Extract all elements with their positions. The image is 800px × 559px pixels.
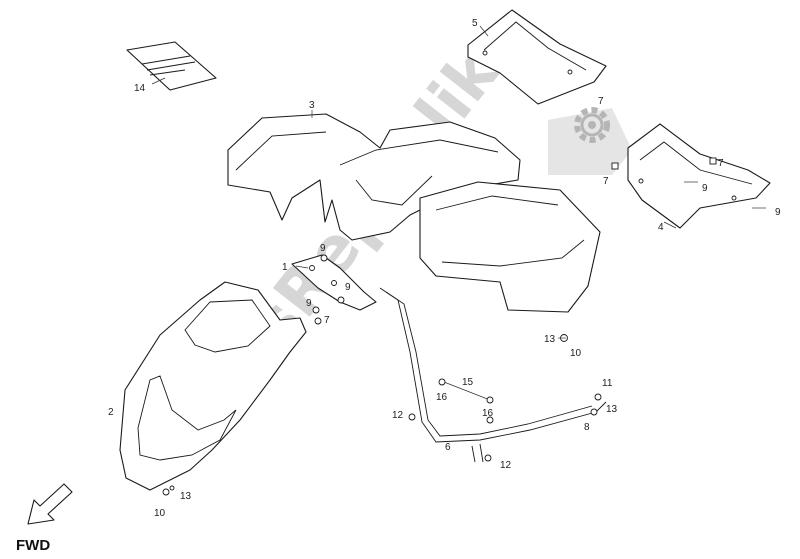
callouts: 1 2 3 4 5 6 7 7 7 7 8 9 9 9 9 9 10 10 11…: [108, 18, 781, 519]
part-1-bracket: [291, 254, 377, 311]
label-16-right: 16: [482, 408, 494, 419]
label-9-right2: 9: [775, 207, 781, 218]
arrow-icon: [27, 483, 73, 525]
label-14: 14: [134, 83, 146, 94]
part-4-side-panel: [611, 123, 771, 229]
part-2-front-fender: [119, 281, 307, 491]
label-7-right: 7: [718, 158, 724, 169]
label-12-right: 12: [500, 460, 512, 471]
label-9-mid: 9: [320, 243, 326, 254]
label-7-mid: 7: [324, 315, 330, 326]
label-10-bottom: 10: [154, 508, 166, 519]
forward-indicator: FWD: [16, 483, 73, 554]
label-13-bottom: 13: [180, 491, 192, 502]
label-12-left: 12: [392, 410, 404, 421]
part-5-side-panel: [467, 9, 607, 105]
watermark-flag: [548, 108, 632, 175]
label-6: 6: [445, 442, 451, 453]
part-15-rod: [443, 381, 491, 401]
part-14-decal: [126, 41, 217, 91]
label-2: 2: [108, 407, 114, 418]
part-3-rear-body: [227, 113, 521, 241]
part-6-support-frame: [379, 287, 607, 463]
label-15: 15: [462, 377, 474, 388]
rear-fender: [419, 181, 601, 313]
label-1: 1: [282, 262, 288, 273]
label-10-right: 10: [570, 348, 582, 359]
label-13-mid: 13: [544, 334, 556, 345]
label-5: 5: [472, 18, 478, 29]
label-3: 3: [309, 100, 315, 111]
gear-icon: [574, 107, 610, 143]
leader-lines: [151, 25, 677, 339]
label-9-center: 9: [306, 298, 312, 309]
label-4: 4: [658, 222, 664, 233]
fwd-label: FWD: [16, 537, 50, 554]
label-7-right2: 7: [603, 176, 609, 187]
fasteners: [162, 181, 766, 496]
label-11: 11: [602, 378, 613, 389]
label-9-right: 9: [702, 183, 708, 194]
label-8: 8: [584, 422, 590, 433]
label-13-right: 13: [606, 404, 618, 415]
label-7-top: 7: [598, 96, 604, 107]
label-16-left: 16: [436, 392, 448, 403]
label-9-mid2: 9: [345, 282, 351, 293]
